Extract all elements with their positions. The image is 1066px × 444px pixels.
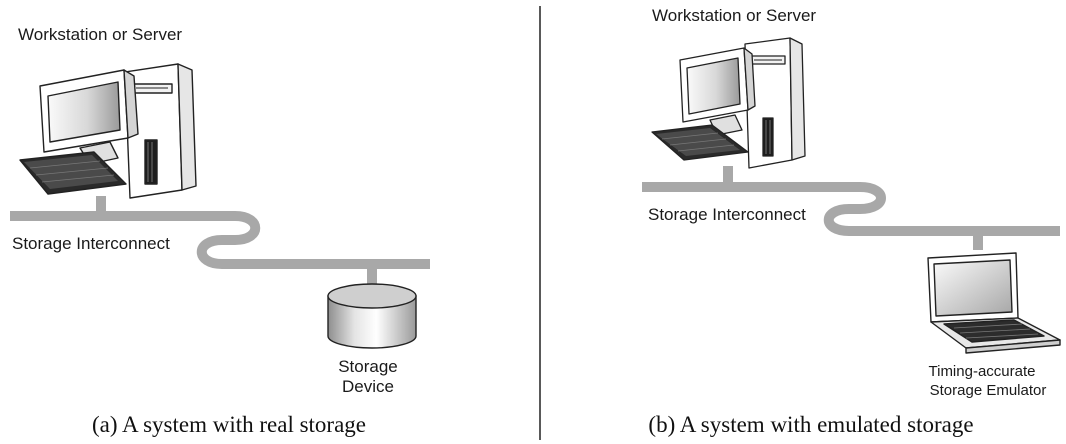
- host-label: Workstation or Server: [652, 6, 816, 25]
- device-label-line2: Device: [342, 377, 394, 396]
- caption-b: (b) A system with emulated storage: [648, 412, 973, 437]
- panel-b: Workstation or Server Storage: [642, 6, 1061, 437]
- desktop-computer-icon: [19, 63, 197, 199]
- storage-cylinder-icon: [327, 283, 417, 349]
- caption-a: (a) A system with real storage: [92, 412, 366, 437]
- panel-a: Workstation or Server: [10, 25, 430, 437]
- bus-label: Storage Interconnect: [648, 205, 806, 224]
- device-label-line1: Storage: [338, 357, 398, 376]
- laptop-icon: [927, 252, 1061, 354]
- device-label-line2: Storage Emulator: [930, 382, 1047, 399]
- bus-label: Storage Interconnect: [12, 234, 170, 253]
- storage-interconnect-cable: [10, 196, 430, 284]
- device-label-line1: Timing-accurate: [929, 363, 1036, 380]
- storage-interconnect-cable: [642, 166, 1060, 250]
- host-label: Workstation or Server: [18, 25, 182, 44]
- desktop-computer-icon: [651, 37, 806, 169]
